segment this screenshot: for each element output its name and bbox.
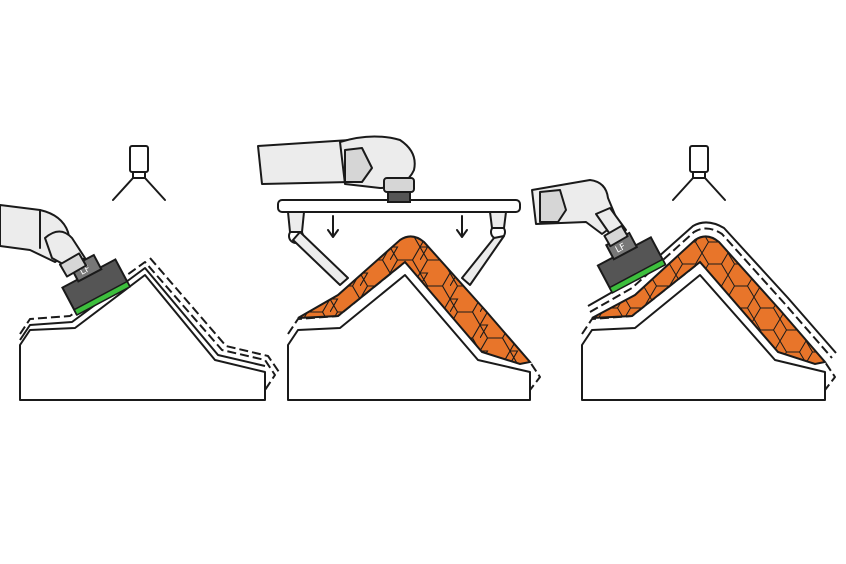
pressure-tool-icon: LF	[61, 253, 131, 316]
robot-arm-icon	[0, 204, 88, 278]
robot-arm-icon	[531, 179, 629, 248]
robot-arm-icon	[257, 135, 416, 193]
panel-1: LF	[0, 145, 280, 401]
camera-icon	[112, 145, 166, 201]
panel-2	[257, 135, 541, 401]
honeycomb-core	[591, 235, 827, 366]
mold-body	[581, 274, 826, 401]
pressure-tool-icon: LF	[596, 231, 667, 294]
cover-layer-solid-line	[587, 221, 837, 354]
gripper-frame-icon	[277, 185, 521, 286]
honeycomb-core	[297, 235, 532, 366]
camera-icon	[672, 145, 726, 201]
layer-dashed-line-outer	[149, 257, 280, 373]
cover-layer-dashed-line	[589, 227, 833, 359]
panel-3: LF	[531, 145, 837, 401]
tool-mark-label: LF	[614, 242, 628, 256]
layer-dashed-line	[581, 261, 836, 391]
layer-dashed-line	[19, 261, 276, 391]
down-arrow-icon	[456, 215, 468, 238]
layer-dashed-line	[287, 261, 541, 391]
down-arrow-icon	[327, 215, 339, 238]
mold-body	[287, 274, 531, 401]
mold-body	[19, 274, 266, 401]
